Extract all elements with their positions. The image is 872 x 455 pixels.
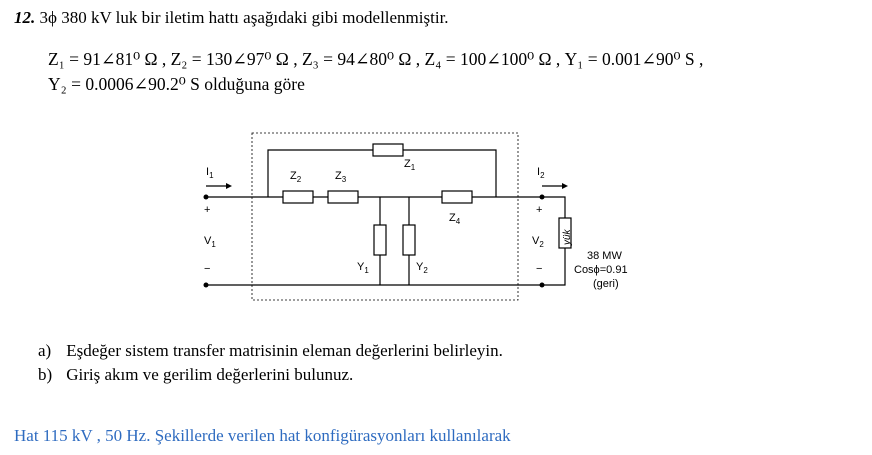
z2-resistor [282,190,314,204]
wire-z1-branch [267,149,497,197]
load-power: 38 MW [587,250,622,262]
problem-intro: 3ϕ 380 kV luk bir iletim hattı aşağıdaki… [39,8,449,27]
load-impedance [558,217,572,249]
v2-minus: − [536,263,542,275]
y1-label: Y1 [357,261,369,275]
v1-plus: + [204,204,210,216]
i2-label: I2 [537,166,545,180]
footer-note: Hat 115 kV , 50 Hz. Şekillerde verilen h… [14,426,511,445]
question-b: b) Giriş akım ve gerilim değerlerini bul… [38,365,353,385]
v1-label: V1 [204,235,216,249]
question-b-label: b) [38,365,53,384]
z3-resistor [327,190,359,204]
problem-title: 12. 3ϕ 380 kV luk bir iletim hattı aşağı… [14,8,449,28]
y2-admittance [402,224,416,256]
question-a: a) Eşdeğer sistem transfer matrisinin el… [38,341,503,361]
y2-label: Y2 [416,261,428,275]
v2-label: V2 [532,235,544,249]
equation-line-1: Z₁ = 91∠81⁰ Ω , Z₂ = 130∠97⁰ Ω , Z₃ = 94… [48,49,704,69]
z4-resistor [441,190,473,204]
load-label: yük [562,228,573,246]
network-boundary [251,132,519,301]
equation-line-2: Y₂ = 0.0006∠90.2⁰ S olduğuna göre [48,74,305,94]
z2-label: Z2 [290,170,302,184]
z1-resistor [372,143,404,157]
z4-label: Z4 [449,212,461,226]
z1-label: Z1 [404,158,416,172]
v2-plus: + [536,204,542,216]
i1-label: I1 [206,166,214,180]
z3-label: Z3 [335,170,347,184]
question-a-label: a) [38,341,52,360]
load-pf: Cosϕ=0.91 [574,264,628,276]
problem-number: 12. [14,8,36,27]
y1-admittance [373,224,387,256]
v1-minus: − [204,263,210,275]
question-b-text: Giriş akım ve gerilim değerlerini bulunu… [66,365,354,384]
i1-arrow-head [226,183,232,189]
circuit-diagram: yük I1 I2 + V1 − + V2 − Z1 Z2 Z3 Z4 Y1 Y… [203,132,628,301]
question-a-text: Eşdeğer sistem transfer matrisinin elema… [66,341,503,360]
load-type: (geri) [593,278,619,290]
i2-arrow-head [562,183,568,189]
